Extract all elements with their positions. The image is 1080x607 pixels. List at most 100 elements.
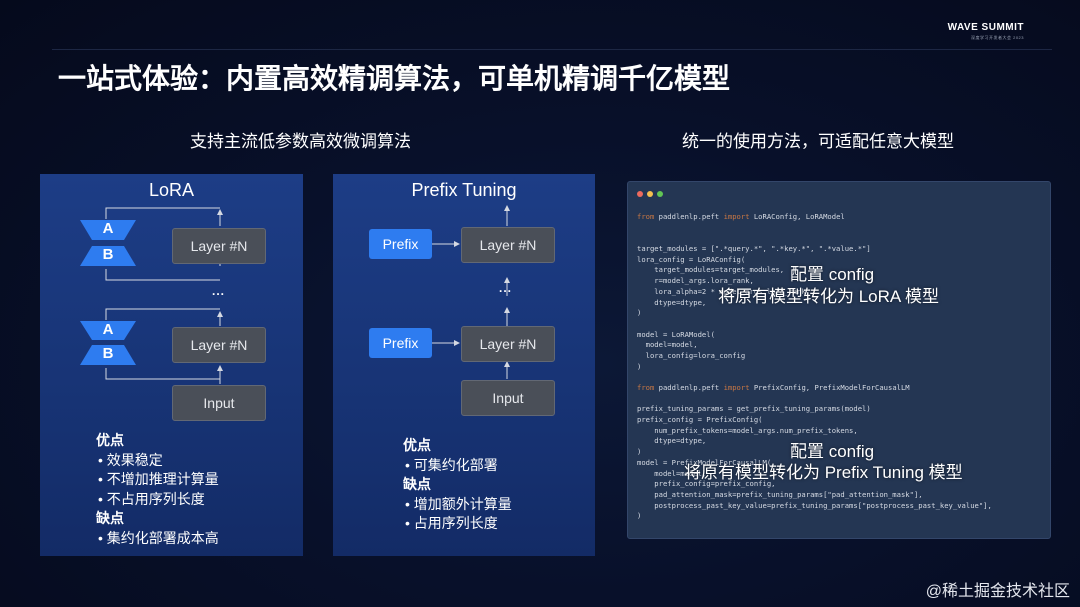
code-line: model = PrefixModelForCausalLM( — [637, 458, 1046, 469]
code-text: paddlenlp.peft — [654, 212, 724, 221]
code-line: target_modules = [".*query.*", ".*key.*"… — [637, 244, 1046, 255]
code-line: ) — [637, 362, 1046, 373]
code-text: LoRAConfig, LoRAModel — [749, 212, 845, 221]
prefix-input: Input — [461, 380, 555, 416]
code-line: target_modules=target_modules, — [637, 265, 1046, 276]
code-keyword: from — [637, 383, 655, 392]
lora-convert-caption: 将原有模型转化为 LoRA 模型 — [718, 287, 940, 306]
code-keyword: import — [723, 212, 750, 221]
minimize-dot-icon — [647, 191, 653, 197]
lora-matrix-a-top — [80, 220, 136, 240]
left-subheading: 支持主流低参数高效微调算法 — [190, 132, 411, 151]
prefix-notes: 优点 • 可集约化部署 缺点 • 增加额外计算量 • 占用序列长度 — [403, 436, 512, 534]
code-line — [637, 394, 1046, 405]
watermark: @稀土掘金技术社区 — [925, 583, 1070, 600]
code-line: prefix_config=prefix_config, — [637, 479, 1046, 490]
code-line: lora_config=lora_config — [637, 351, 1046, 362]
code-line: model = LoRAModel( — [637, 330, 1046, 341]
code-line: r=model_args.lora_rank, — [637, 276, 1046, 287]
code-line: dtype=dtype, — [637, 298, 1046, 309]
prefix-token-top: Prefix — [369, 229, 432, 259]
code-line: lora_config = LoRAConfig( — [637, 255, 1046, 266]
brand-subtitle: 深度学习开发者大会 2023 — [970, 35, 1024, 40]
code-keyword: import — [723, 383, 750, 392]
lora-pro-item: • 效果稳定 — [98, 451, 163, 468]
prefix-title: Prefix Tuning — [411, 180, 517, 200]
code-text: PrefixConfig, PrefixModelForCausalLM — [749, 383, 910, 392]
header-divider — [52, 49, 1052, 50]
lora-notes: 优点 • 效果稳定 • 不增加推理计算量 • 不占用序列长度 缺点 • 集约化部… — [96, 431, 219, 548]
lora-input: Input — [172, 385, 266, 421]
code-line — [637, 372, 1046, 383]
code-line: prefix_tuning_params = get_prefix_tuning… — [637, 404, 1046, 415]
code-text: r=model_args.lora_rank, — [637, 276, 754, 286]
brand-logo: WAVE SUMMIT 深度学习开发者大会 2023 — [948, 22, 1024, 41]
code-text: postprocess_past_key_value=prefix_tuning… — [637, 500, 992, 510]
code-line — [637, 233, 1046, 244]
prefix-cons-title: 缺点 — [403, 476, 431, 492]
lora-cons-title: 缺点 — [96, 510, 124, 526]
code-line: prefix_config = PrefixConfig( — [637, 415, 1046, 426]
lora-pro-item: • 不占用序列长度 — [98, 490, 205, 507]
code-text: lora_config = LoRAConfig( — [637, 254, 746, 264]
code-line: ) — [637, 511, 1046, 522]
code-text: ) — [637, 308, 642, 318]
code-text: ) — [637, 511, 642, 521]
prefix-panel: Prefix Tuning Prefix Layer #N ... Prefix… — [333, 174, 595, 556]
lora-con-item: • 集约化部署成本高 — [98, 529, 219, 546]
prefix-pros-title: 优点 — [403, 437, 431, 453]
code-text: prefix_config=prefix_config, — [637, 479, 776, 489]
prefix-con-item: • 增加额外计算量 — [405, 495, 512, 512]
code-text: ) — [637, 447, 642, 457]
lora-pros-title: 优点 — [96, 432, 124, 448]
code-window: from paddlenlp.peft import LoRAConfig, L… — [627, 181, 1051, 539]
prefix-token-bottom: Prefix — [369, 328, 432, 358]
code-line: from paddlenlp.peft import PrefixConfig,… — [637, 383, 1046, 394]
code-text: lora_config=lora_config — [637, 350, 746, 360]
lora-b-label-top: B — [102, 246, 114, 263]
code-text: model=model, — [637, 340, 698, 350]
code-line: pad_attention_mask=prefix_tuning_params[… — [637, 490, 1046, 501]
prefix-diagram — [432, 205, 510, 379]
code-text: pad_attention_mask=prefix_tuning_params[… — [637, 489, 923, 499]
code-line — [637, 223, 1046, 234]
lora-layer-top: Layer #N — [172, 228, 266, 264]
code-line — [637, 319, 1046, 330]
code-line: postprocess_past_key_value=prefix_tuning… — [637, 501, 1046, 512]
code-text: ) — [637, 361, 642, 371]
lora-ellipsis: ... — [212, 284, 226, 298]
prefix-con-item: • 占用序列长度 — [405, 515, 498, 531]
prefix-pro-item: • 可集约化部署 — [405, 456, 498, 473]
code-text: target_modules = [".*query.*", ".*key.*"… — [637, 244, 871, 254]
right-subheading: 统一的使用方法，可适配任意大模型 — [682, 132, 954, 151]
lora-b-label-bottom: B — [102, 345, 114, 362]
code-text: target_modules=target_modules, — [637, 265, 785, 275]
code-line: ) — [637, 308, 1046, 319]
lora-title: LoRA — [148, 180, 195, 200]
code-line: from paddlenlp.peft import LoRAConfig, L… — [637, 212, 1046, 223]
code-text: prefix_tuning_params = get_prefix_tuning… — [637, 404, 871, 414]
code-line: model=model, — [637, 469, 1046, 480]
code-text: dtype=dtype, — [637, 436, 707, 446]
code-text: lora_alpha=2 * model_args.lora_rank, — [637, 286, 811, 296]
lora-a-label-top: A — [102, 220, 114, 237]
lora-a-label-bottom: A — [102, 321, 114, 338]
code-line: lora_alpha=2 * model_args.lora_rank, — [637, 287, 1046, 298]
code-line: dtype=dtype, — [637, 436, 1046, 447]
code-text: model = LoRAModel( — [637, 329, 715, 339]
lora-matrix-b-top — [80, 246, 136, 266]
prefix-layer-bottom: Layer #N — [461, 326, 555, 362]
code-line: model=model, — [637, 340, 1046, 351]
code-line: ) — [637, 447, 1046, 458]
code-line: num_prefix_tokens=model_args.num_prefix_… — [637, 426, 1046, 437]
code-keyword: from — [637, 212, 655, 221]
prefix-ellipsis: ... — [499, 281, 513, 295]
code-text: prefix_config = PrefixConfig( — [637, 415, 763, 425]
lora-matrix-b-bottom — [80, 345, 136, 365]
code-text: paddlenlp.peft — [654, 383, 724, 392]
lora-pro-item: • 不增加推理计算量 — [98, 471, 219, 487]
slide-title: 一站式体验：内置高效精调算法，可单机精调千亿模型 — [58, 63, 731, 94]
code-block: from paddlenlp.peft import LoRAConfig, L… — [637, 212, 1046, 522]
maximize-dot-icon — [657, 191, 663, 197]
lora-config-caption: 配置 config — [790, 265, 875, 284]
